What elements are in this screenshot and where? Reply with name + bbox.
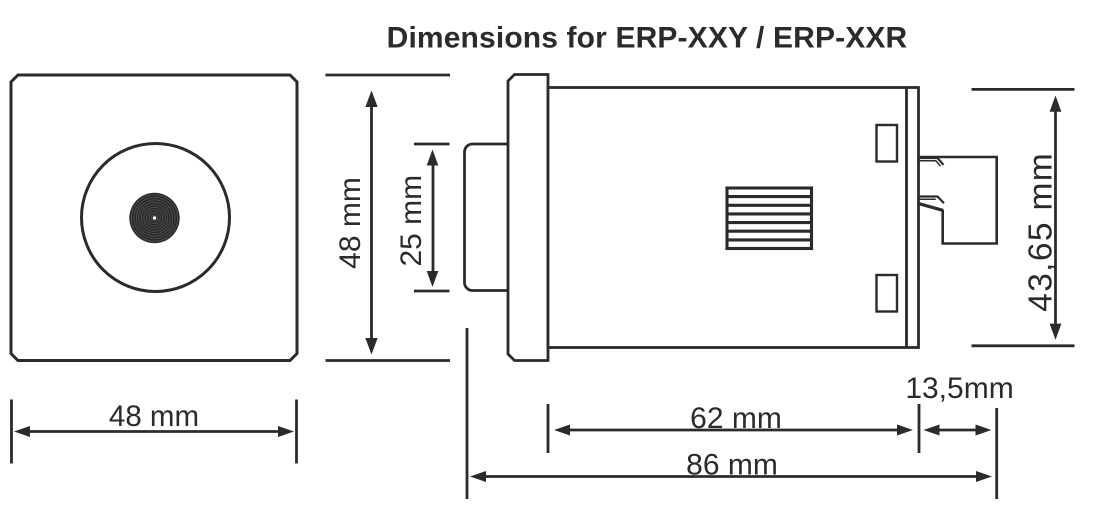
svg-text:25 mm: 25 mm xyxy=(395,175,428,267)
svg-text:Dimensions for ERP-XXY / ERP-X: Dimensions for ERP-XXY / ERP-XXR xyxy=(387,22,908,55)
svg-text:62 mm: 62 mm xyxy=(690,402,782,435)
svg-text:43,65 mm: 43,65 mm xyxy=(1023,152,1060,312)
svg-text:48 mm: 48 mm xyxy=(334,177,367,269)
svg-text:86 mm: 86 mm xyxy=(686,449,778,482)
svg-text:13,5mm: 13,5mm xyxy=(905,372,1013,405)
svg-text:48 mm: 48 mm xyxy=(109,400,199,433)
